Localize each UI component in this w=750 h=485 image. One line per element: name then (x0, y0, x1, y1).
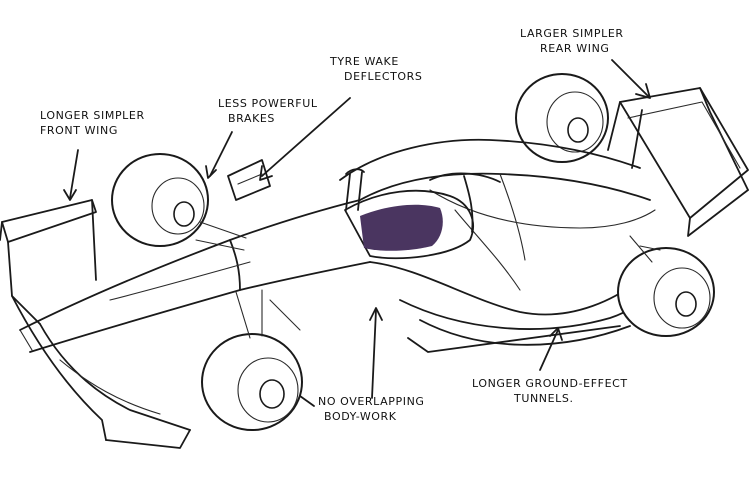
label-line: No overlapping (318, 395, 425, 408)
label-line: rear wing (540, 42, 610, 55)
rear-left-wheel-drawing (515, 73, 609, 163)
label-brakes: Less powerful brakes (218, 96, 318, 126)
cockpit-shading (360, 204, 443, 251)
label-front-wing: Longer simpler front wing (40, 108, 145, 138)
front-left-wheel-drawing (111, 153, 247, 251)
label-line: tunnels. (514, 392, 574, 405)
label-line: Tyre wake (330, 55, 399, 68)
annotation-arrows (63, 59, 651, 407)
deflectors-drawing (227, 159, 271, 201)
label-line: front wing (40, 124, 118, 137)
label-bodywork: No overlapping body-work (318, 394, 425, 424)
label-line: Larger simpler (520, 27, 624, 40)
label-line: brakes (228, 112, 276, 125)
label-rear-wing: Larger simpler rear wing (520, 26, 624, 56)
label-ground-effect: Longer ground-effect tunnels. (472, 376, 628, 406)
label-tyre-wake: Tyre wake deflectors (330, 54, 423, 84)
roll-hoop-drawing (345, 168, 365, 211)
label-line: Longer ground-effect (472, 377, 628, 390)
front-wing-drawing (0, 199, 191, 449)
label-line: Longer simpler (40, 109, 145, 122)
front-right-wheel-drawing (201, 289, 303, 431)
rear-wing-drawing (607, 87, 749, 237)
rear-right-wheel-drawing (617, 235, 715, 337)
chassis-drawing (19, 138, 671, 353)
label-line: deflectors (344, 70, 423, 83)
label-line: body-work (324, 410, 397, 423)
label-line: Less powerful (218, 97, 318, 110)
